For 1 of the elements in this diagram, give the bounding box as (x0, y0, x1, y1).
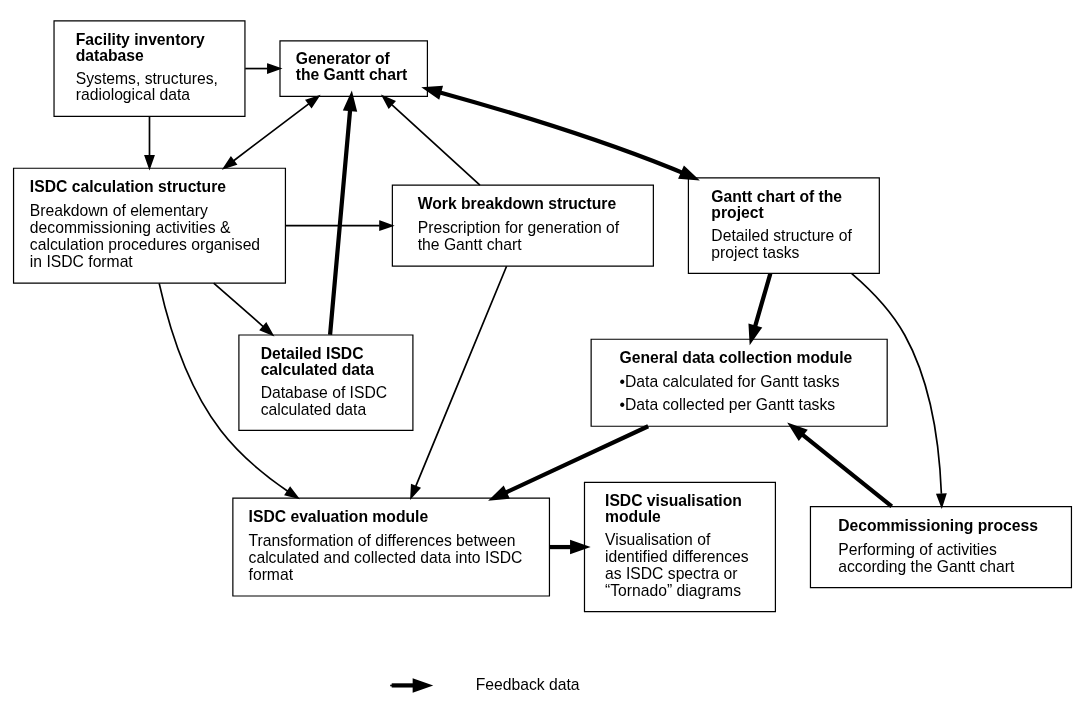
legend-label: Feedback data (475, 675, 580, 693)
